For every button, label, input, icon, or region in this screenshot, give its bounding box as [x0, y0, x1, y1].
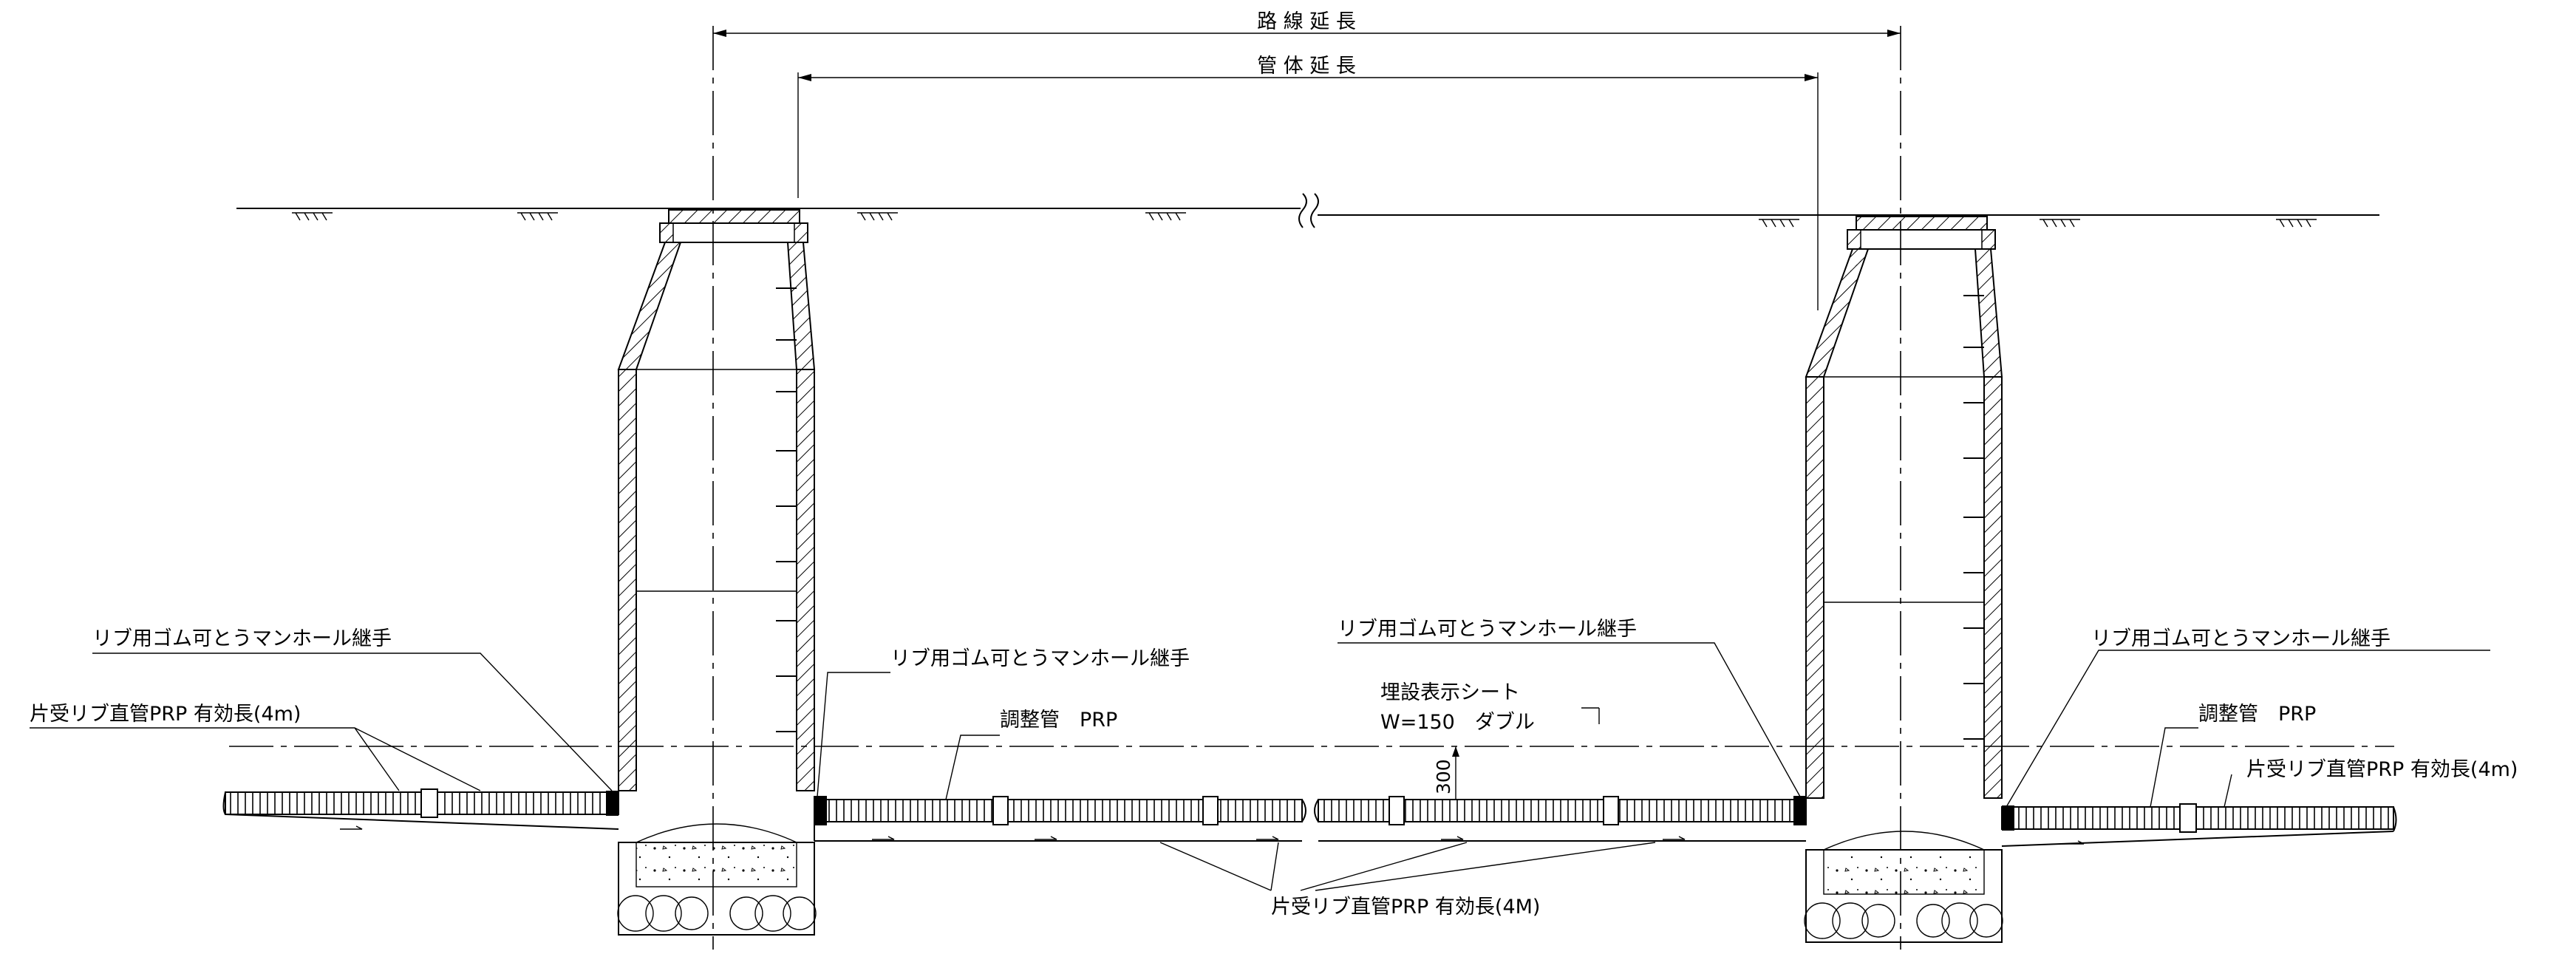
sheet-label-line1: 埋設表示シート [1380, 681, 1520, 704]
pipe-center [814, 796, 1807, 842]
pipe-left [222, 788, 619, 830]
joint-label-right: リブ用ゴム可とうマンホール継手 [2091, 627, 2391, 650]
joint-label-mid-right: リブ用ゴム可とうマンホール継手 [1338, 618, 1637, 641]
leader-lines [30, 642, 2490, 891]
joint-label-left: リブ用ゴム可とうマンホール継手 [92, 627, 392, 650]
pipe-length-label: 管 体 延 長 [1257, 55, 1356, 78]
pipe-label-bottom: 片受リブ直管PRP 有効長(4M) [1271, 896, 1540, 919]
joint-label-mid-left: リブ用ゴム可とうマンホール継手 [890, 647, 1190, 670]
adjust-pipe-label-left: 調整管 PRP [1000, 709, 1117, 732]
pipe-right [2001, 803, 2397, 847]
manhole-right [1804, 26, 2003, 950]
sheet-label-line2: W=150 ダブル [1380, 711, 1535, 734]
adjust-pipe-label-right: 調整管 PRP [2198, 703, 2316, 726]
route-length-label: 路 線 延 長 [1257, 10, 1356, 33]
pipe-label-right: 片受リブ直管PRP 有効長(4m) [2246, 758, 2518, 781]
manhole-left [617, 26, 817, 950]
pipe-length-dimension: 管 体 延 長 [797, 55, 1819, 310]
pipe-label-left: 片受リブ直管PRP 有効長(4m) [30, 703, 301, 726]
cover-depth-label: 300 [1433, 759, 1454, 794]
route-length-dimension: 路 線 延 長 [713, 10, 1901, 37]
cover-depth-dimension: 300 [1433, 746, 1459, 800]
annotation-labels: リブ用ゴム可とうマンホール継手 片受リブ直管PRP 有効長(4m) リブ用ゴム可… [30, 618, 2518, 919]
ground-line [236, 193, 2379, 228]
